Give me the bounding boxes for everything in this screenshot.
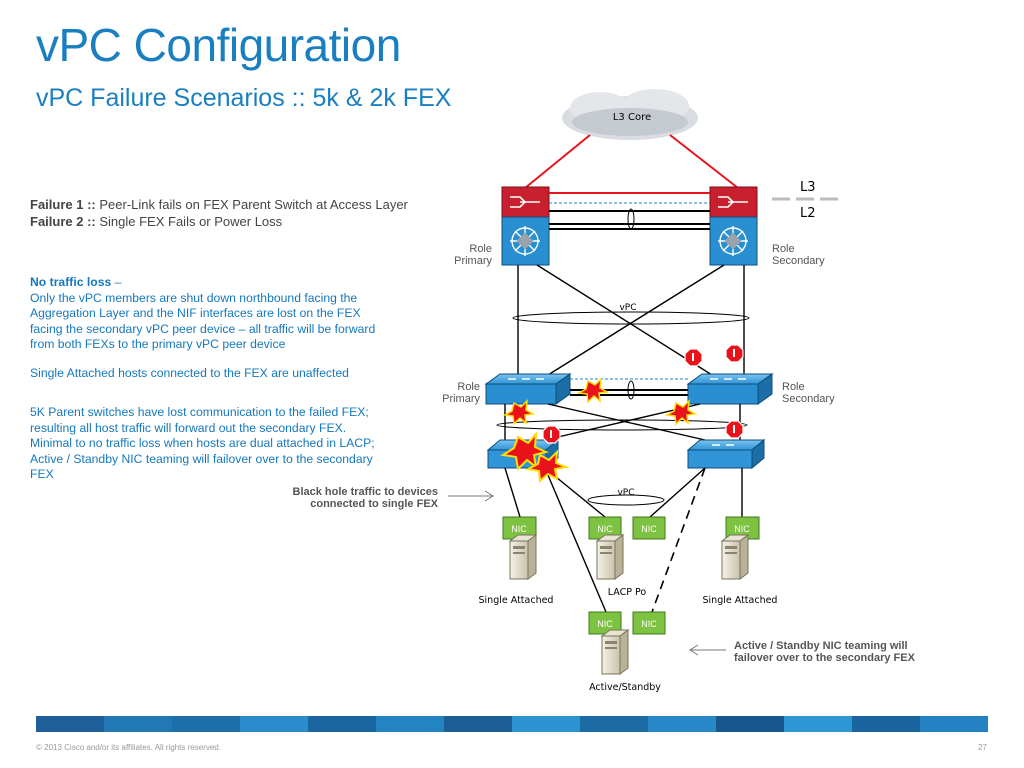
core-router-right-icon [709, 186, 758, 218]
nic-label: NIC [734, 524, 750, 534]
host-label-lacp: LACP Po [608, 587, 647, 598]
footer-bar-segment [240, 716, 308, 732]
callout-nic-teaming-line1: Active / Standby NIC teaming will [734, 640, 908, 652]
callout-black-hole-line1: Black hole traffic to devices [292, 486, 439, 498]
core-role-right-line1: Role [772, 243, 795, 255]
core-peer-link-bundle [627, 208, 635, 230]
footer-bar-segment [376, 716, 444, 732]
nic-label: NIC [641, 524, 657, 534]
failure-2: Failure 2 :: Single FEX Fails or Power L… [30, 213, 408, 230]
host-label-single-left: Single Attached [479, 595, 554, 606]
callout-black-hole: Black hole traffic to devices connected … [240, 486, 439, 510]
nic-label: NIC [597, 524, 613, 534]
core-role-right-line2: Secondary [772, 255, 825, 267]
server-icon [720, 534, 750, 580]
footer-bar-segment [36, 716, 104, 732]
core-router-left-icon [501, 186, 550, 218]
vpc-top-bundle [512, 311, 750, 325]
no-traffic-heading: No traffic loss [30, 275, 112, 289]
footer-bar-segment [648, 716, 716, 732]
parent-switches-note: 5K Parent switches have lost communicati… [30, 405, 375, 481]
failure-1-text: Peer-Link fails on FEX Parent Switch at … [95, 197, 408, 212]
nexus-core-left-icon [501, 216, 550, 266]
access-switch-left-icon [484, 373, 572, 405]
access-role-left-line2: Primary [442, 393, 480, 405]
footer-bar-segment [580, 716, 648, 732]
single-attached-note: Single Attached hosts connected to the F… [30, 366, 349, 380]
core-role-left-line1: Role [469, 243, 492, 255]
nic-label: NIC [641, 619, 657, 629]
core-role-left-line2: Primary [454, 255, 492, 267]
callout-black-hole-line2: connected to single FEX [310, 498, 438, 510]
server-icon [600, 629, 630, 675]
footer-bar-segment [104, 716, 172, 732]
no-traffic-dash: – [111, 275, 122, 289]
nexus-core-right-icon [709, 216, 758, 266]
vpc-bottom-bundle [587, 494, 665, 506]
footer-bar-segment [444, 716, 512, 732]
copyright: © 2013 Cisco and/or its affiliates. All … [36, 743, 221, 752]
host-label-single-right: Single Attached [703, 595, 778, 606]
failure-2-text: Single FEX Fails or Power Loss [95, 214, 283, 229]
nic-label: NIC [511, 524, 527, 534]
footer-bar-segment [308, 716, 376, 732]
vpc-bottom-label: vPC [617, 488, 634, 498]
failure-1-label: Failure 1 :: [30, 197, 96, 212]
nic-label: NIC [597, 619, 613, 629]
footer-bar-segment [512, 716, 580, 732]
nic-box-single-right: NIC [725, 516, 760, 540]
standby-link-dashed [651, 467, 706, 613]
arrow-icon [689, 644, 726, 656]
cloud-label: L3 Core [613, 112, 651, 123]
stop-sign-icon [542, 344, 744, 444]
uplink-right [669, 134, 739, 189]
access-role-right-line2: Secondary [782, 393, 835, 405]
l3-core-cloud-icon [562, 89, 698, 140]
footer-bar-segment [920, 716, 988, 732]
uplink-left [524, 134, 591, 189]
no-traffic-loss-note: No traffic loss – Only the vPC members a… [30, 275, 380, 353]
server-icon [595, 534, 625, 580]
no-traffic-body: Only the vPC members are shut down north… [30, 290, 376, 352]
page-number: 27 [978, 743, 987, 752]
nic-box-lacp-2: NIC [632, 516, 666, 540]
access-role-right-line1: Role [782, 381, 805, 393]
footer-bar-segment [784, 716, 852, 732]
page-subtitle: vPC Failure Scenarios :: 5k & 2k FEX [36, 84, 452, 112]
failure-burst-icon [500, 376, 698, 484]
failure-list: Failure 1 :: Peer-Link fails on FEX Pare… [30, 196, 408, 230]
access-role-left-line1: Role [457, 381, 480, 393]
access-switch-right-icon [686, 373, 774, 405]
host-label-active-standby: Active/Standby [589, 682, 661, 693]
footer-bar-segment [172, 716, 240, 732]
footer-bar-segment [852, 716, 920, 732]
callout-nic-teaming-line2: failover over to the secondary FEX [734, 652, 915, 664]
vpc-top-label: vPC [619, 303, 636, 313]
failure-1: Failure 1 :: Peer-Link fails on FEX Pare… [30, 196, 408, 213]
l3-label: L3 [800, 180, 816, 195]
callout-nic-teaming: Active / Standby NIC teaming will failov… [734, 640, 974, 664]
arrow-icon [448, 490, 494, 502]
page-title: vPC Configuration [36, 19, 401, 71]
l2-label: L2 [800, 206, 816, 221]
fex-right-icon [686, 438, 766, 470]
nic-box-standby: NIC [632, 611, 666, 635]
server-icon [508, 534, 538, 580]
footer-bar-segment [716, 716, 784, 732]
footer-color-bar [36, 716, 988, 732]
failure-2-label: Failure 2 :: [30, 214, 96, 229]
nic-box-single-left: NIC [502, 516, 537, 540]
